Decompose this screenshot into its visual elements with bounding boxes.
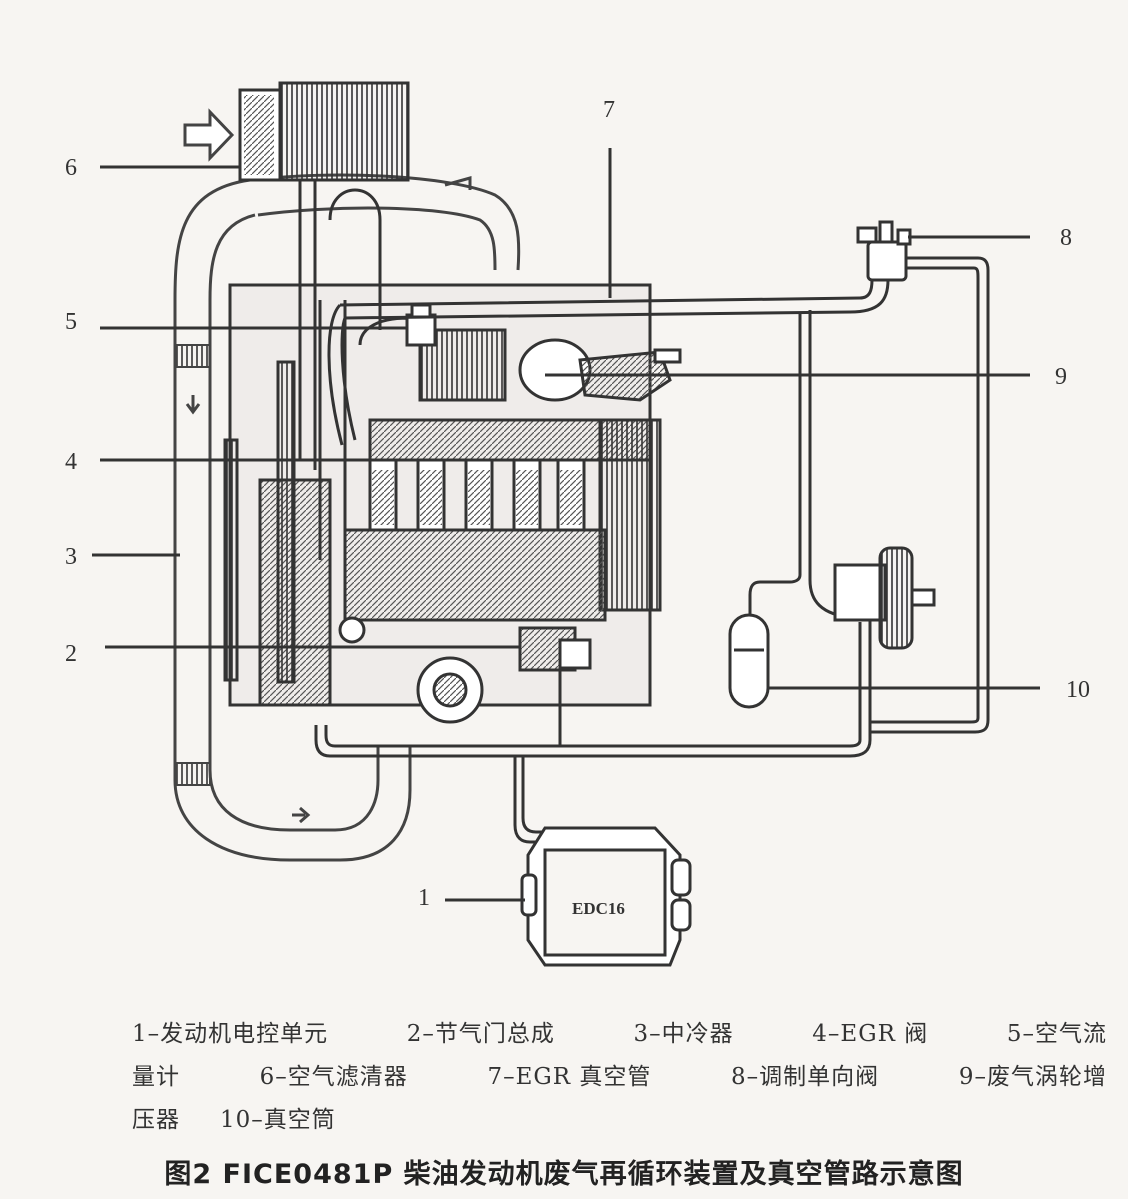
callout-5: 5 xyxy=(65,309,77,335)
legend-item: 9–废气涡轮增 xyxy=(958,1064,1107,1090)
callout-10: 10 xyxy=(1066,677,1090,703)
legend: 1–发动机电控单元 2–节气门总成 3–中冷器 4–EGR 阀 5–空气流 量计… xyxy=(132,1013,1107,1142)
legend-item: 4–EGR 阀 xyxy=(812,1021,929,1047)
ecu-label: EDC16 xyxy=(572,899,625,918)
legend-item: 7–EGR 真空管 xyxy=(487,1064,652,1090)
legend-item: 6–空气滤清器 xyxy=(259,1064,408,1090)
legend-item: 压器 xyxy=(132,1107,180,1133)
legend-item: 3–中冷器 xyxy=(633,1021,734,1047)
modulating-check-valve xyxy=(856,220,912,282)
callout-1: 1 xyxy=(418,885,430,911)
legend-row-1: 1–发动机电控单元 2–节气门总成 3–中冷器 4–EGR 阀 5–空气流 xyxy=(132,1013,1107,1056)
legend-item: 5–空气流 xyxy=(1006,1021,1107,1047)
callout-8: 8 xyxy=(1060,225,1072,251)
callout-3: 3 xyxy=(65,544,77,570)
air-flow-meter xyxy=(405,303,437,347)
callout-9: 9 xyxy=(1055,364,1067,390)
egr-actuator xyxy=(833,546,936,650)
legend-item: 10–真空筒 xyxy=(220,1107,336,1133)
leader-lines xyxy=(92,148,1040,902)
legend-row-2: 量计 6–空气滤清器 7–EGR 真空管 8–调制单向阀 9–废气涡轮增 xyxy=(132,1056,1107,1099)
throttle-body xyxy=(518,626,592,672)
legend-item: 2–节气门总成 xyxy=(406,1021,555,1047)
legend-row-3: 压器 10–真空筒 xyxy=(132,1099,1107,1142)
intercooler xyxy=(173,173,521,862)
ecu-box xyxy=(520,826,692,967)
injector-shading xyxy=(372,470,582,525)
vacuum-lines xyxy=(314,256,990,844)
legend-item: 8–调制单向阀 xyxy=(731,1064,880,1090)
callout-7: 7 xyxy=(603,97,615,123)
callout-6: 6 xyxy=(65,155,77,181)
engine-block xyxy=(223,180,662,724)
vacuum-tank xyxy=(728,613,770,709)
egr-vacuum-diagram: EDC16 xyxy=(92,81,1040,967)
legend-item: 量计 xyxy=(132,1064,180,1090)
figure-caption: 图2 FICE0481P 柴油发动机废气再循环装置及真空管路示意图 xyxy=(164,1159,964,1190)
callout-4: 4 xyxy=(65,449,77,475)
air-filter xyxy=(238,81,410,182)
flow-arrow-icon xyxy=(183,108,472,824)
legend-item: 1–发动机电控单元 xyxy=(132,1021,329,1047)
callout-2: 2 xyxy=(65,641,77,667)
